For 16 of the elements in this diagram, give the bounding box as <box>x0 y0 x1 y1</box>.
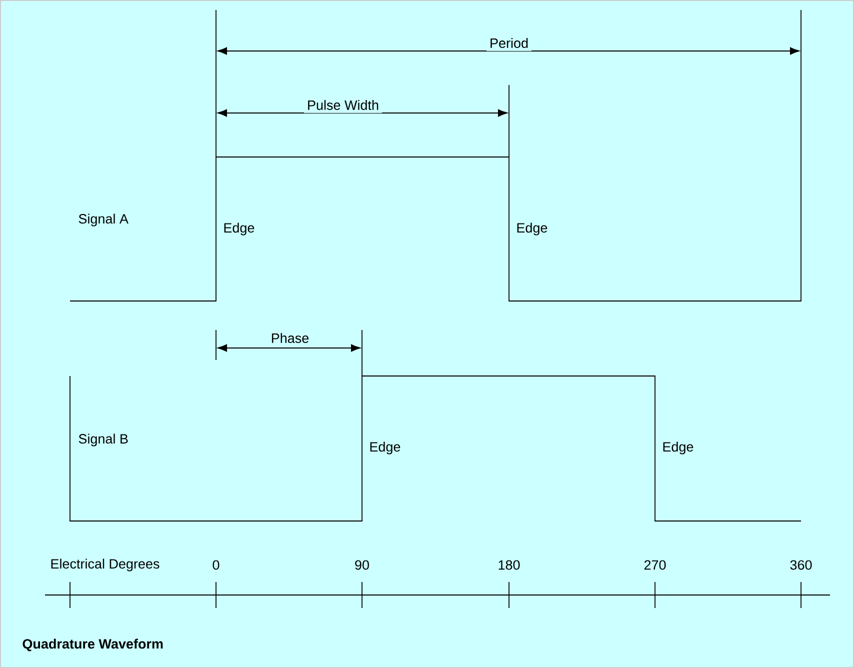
signal-label: Signal B <box>78 434 128 446</box>
transition-label: Edge <box>517 222 548 236</box>
axis-label: Electrical Degrees <box>51 558 160 572</box>
dimension-label: Period <box>486 35 532 51</box>
signal-label: Signal A <box>78 214 128 226</box>
tick-label: 360 <box>790 560 812 570</box>
transition-label: Edge <box>663 442 694 454</box>
transition-label: Edge <box>370 442 400 454</box>
tick-label: 180 <box>498 560 520 570</box>
dimension-label: Pulse Width <box>304 97 382 113</box>
tick-label: 270 <box>644 560 666 570</box>
caption: Quadrature Waveform <box>22 638 163 652</box>
transition-label: Edge <box>224 222 254 236</box>
dimension-label: Phase <box>268 330 312 346</box>
tick-label: 90 <box>355 560 369 570</box>
tick-label: 0 <box>212 560 220 570</box>
